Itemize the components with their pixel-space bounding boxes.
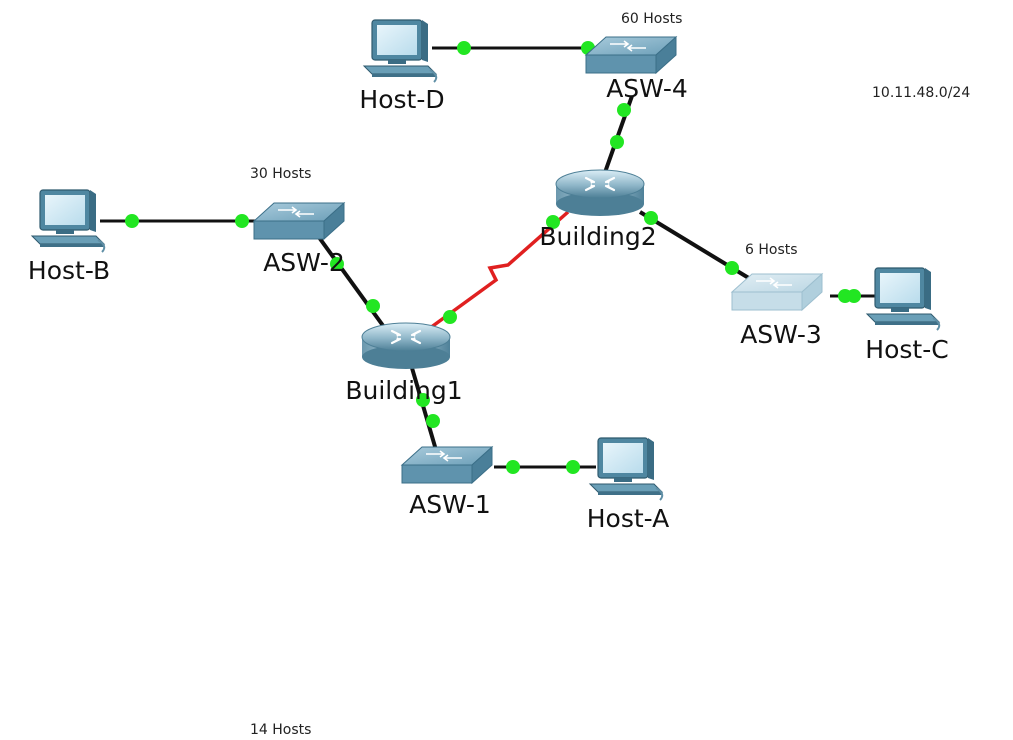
link-light [617,103,631,117]
building2-device[interactable] [554,168,646,218]
link-lights [125,41,861,474]
asw1-hosts-note: 14 Hosts [250,722,312,738]
link-light [426,414,440,428]
link-light [566,460,580,474]
router-icon [554,168,646,218]
pc-icon [31,189,106,253]
link-light [125,214,139,228]
link-light [847,289,861,303]
switch-icon [401,446,493,484]
switch-icon [731,273,823,311]
link-light [644,211,658,225]
link-light [443,310,457,324]
asw3-device[interactable] [731,273,823,311]
link-light [546,215,560,229]
host-d-label: Host-D [359,85,445,114]
pc-icon [363,19,438,83]
link-light [416,393,430,407]
pc-icon [866,267,941,331]
host-b-label: Host-B [27,256,111,285]
asw4-label: ASW-4 [606,74,688,103]
link-light [235,214,249,228]
pc-icon [589,437,664,501]
link-light [366,299,380,313]
host-d-device[interactable] [363,19,438,83]
asw2-label: ASW-2 [263,248,345,277]
building2-label: Building2 [539,222,657,251]
asw3-hosts-note: 6 Hosts [745,242,798,258]
switch-icon [585,36,677,74]
asw1-device[interactable] [401,446,493,484]
link-light [457,41,471,55]
asw1-label: ASW-1 [409,490,491,519]
subnet-note: 10.11.48.0/24 [872,85,971,101]
building1-device[interactable] [360,321,452,371]
link-light [610,135,624,149]
link-light [330,257,344,271]
asw3-label: ASW-3 [740,320,822,349]
host-a-label: Host-A [586,504,670,533]
link-light [506,460,520,474]
host-a-device[interactable] [589,437,664,501]
switch-icon [253,202,345,240]
host-c-device[interactable] [866,267,941,331]
router-icon [360,321,452,371]
asw2-hosts-note: 30 Hosts [250,166,312,182]
link-building1-asw1[interactable] [410,367,438,451]
host-c-label: Host-C [865,335,949,364]
link-building1-building2-serial[interactable] [428,210,570,330]
link-light [725,261,739,275]
asw4-hosts-note: 60 Hosts [621,11,683,27]
building1-label: Building1 [345,376,463,405]
asw2-device[interactable] [253,202,345,240]
asw4-device[interactable] [585,36,677,74]
host-b-device[interactable] [31,189,106,253]
